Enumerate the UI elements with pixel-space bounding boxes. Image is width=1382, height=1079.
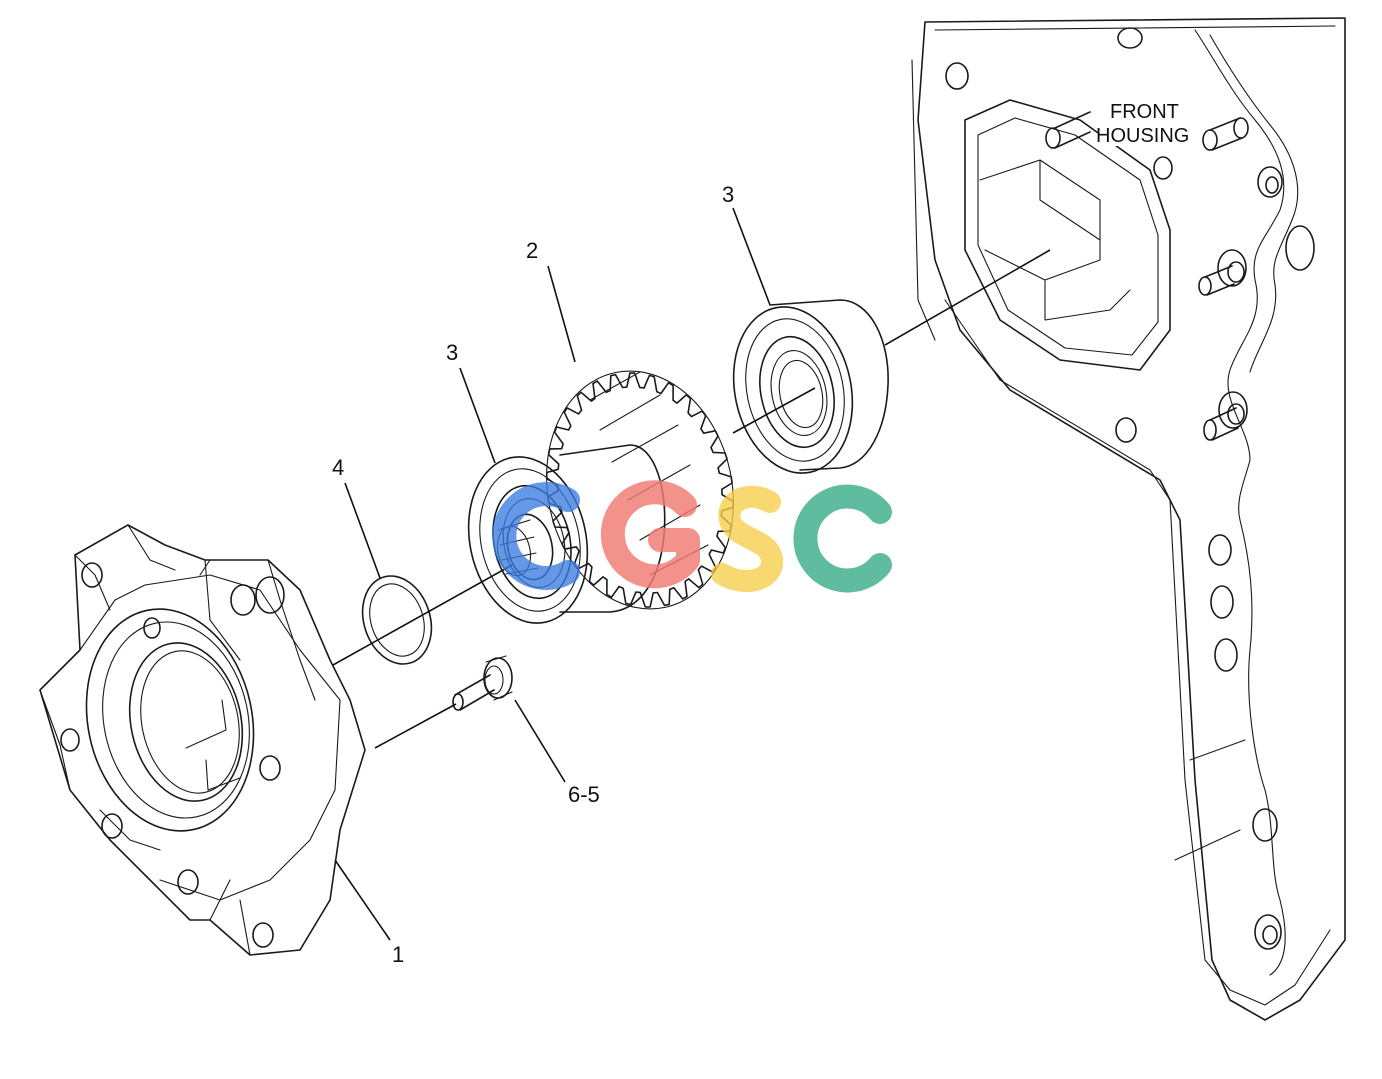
front-housing-label-line2: HOUSING <box>1096 125 1189 147</box>
assembly-axis-lines <box>332 249 1051 749</box>
watermark-logo <box>492 480 892 593</box>
callout-leaders <box>334 207 771 941</box>
callout-3-right: 3 <box>722 182 734 207</box>
front-housing-label-line1: FRONT <box>1110 101 1179 123</box>
callout-3-left: 3 <box>446 340 458 365</box>
watermark-letter-c1 <box>492 482 580 590</box>
callout-4: 4 <box>332 455 344 480</box>
callout-1: 1 <box>392 942 404 967</box>
snap-ring <box>361 575 433 665</box>
watermark-letter-c2 <box>793 484 892 593</box>
callout-numbers: 2 3 3 4 6-5 1 <box>332 182 734 967</box>
bolt <box>452 655 513 711</box>
front-housing-plate <box>911 17 1346 1021</box>
bearing-right <box>732 299 889 474</box>
bearing-left <box>467 456 589 624</box>
front-housing-label: FRONT HOUSING <box>1096 96 1200 147</box>
callout-2: 2 <box>526 238 538 263</box>
watermark-letter-s <box>711 485 783 593</box>
carrier-housing <box>39 524 366 956</box>
watermark-letter-g <box>600 480 700 589</box>
callout-6-5: 6-5 <box>568 782 600 807</box>
